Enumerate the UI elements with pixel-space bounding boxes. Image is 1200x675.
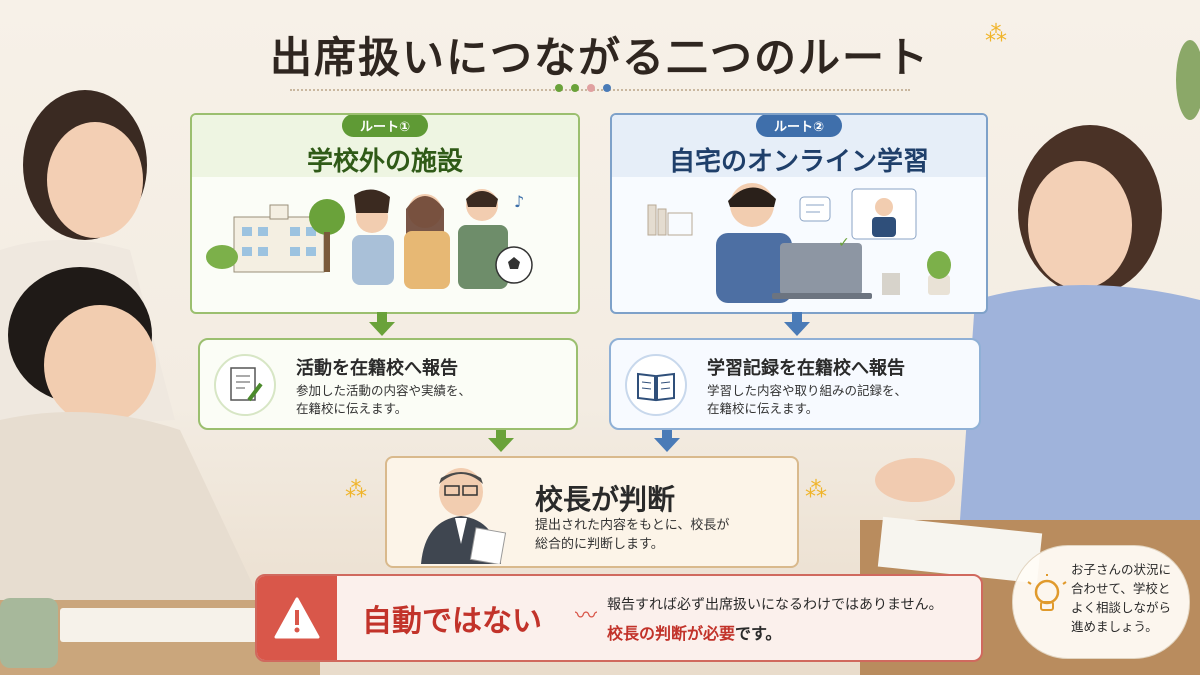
- arrow-down-icon: [369, 322, 395, 336]
- principal-title: 校長が判断: [535, 483, 676, 516]
- warning-highlight: 校長の判断が必要: [607, 624, 736, 643]
- sparkle-icon: ⁂: [345, 478, 367, 503]
- route1-header: ルート① 学校外の施設: [192, 115, 578, 177]
- tree-icon: [309, 199, 345, 235]
- dot-green: [555, 84, 563, 92]
- warning-icon-panel: [257, 576, 337, 660]
- page-title: 出席扱いにつながる二つのルート: [269, 33, 930, 82]
- warning-banner: 自動ではない 〰 報告すれば必ず出席扱いになるわけではありません。 校長の判断が…: [255, 574, 983, 662]
- warning-line1: 報告すれば必ず出席扱いになるわけではありません。: [607, 597, 943, 613]
- arrow-stem: [377, 312, 387, 322]
- principal-figure-icon: [421, 468, 507, 564]
- boy-hoodie: [0, 412, 260, 640]
- arrow-down-icon: [784, 322, 810, 336]
- route1-illustration: ♪: [206, 189, 533, 289]
- route2-illustration: ✓: [647, 183, 951, 303]
- mother-face: [47, 122, 143, 238]
- route2-report-title: 学習記録を在籍校へ報告: [707, 358, 905, 379]
- sparkle-icon: ⁂: [985, 22, 1007, 47]
- route1-report-card: 活動を在籍校へ報告 参加した活動の内容や実績を、 在籍校に伝えます。: [198, 338, 578, 430]
- arrow-down-icon: [654, 438, 680, 452]
- route2-report-desc-line1: 学習した内容や取り組みの記録を、: [707, 383, 908, 398]
- warning-line2: 校長の判断が必要です。: [607, 620, 781, 644]
- pencil-cup-icon: [882, 273, 900, 295]
- counselor-hand: [875, 458, 955, 502]
- principal-desc-line2: 総合的に判断します。: [535, 537, 664, 552]
- arrow-stem: [792, 312, 802, 322]
- clipboard: [877, 516, 1043, 584]
- route2-report-desc: 学習した内容や取り組みの記録を、 在籍校に伝えます。: [707, 382, 977, 418]
- dot-green: [571, 84, 579, 92]
- advice-bubble: お子さんの状況に 合わせて、学校と よく相談しながら 進めましょう。: [1012, 545, 1190, 659]
- notebook: [60, 608, 260, 642]
- route1-report-title: 活動を在籍校へ報告: [296, 358, 458, 379]
- title-dots: [555, 84, 611, 92]
- chat-bubble-icon: [799, 196, 831, 222]
- report-icon: [214, 354, 276, 416]
- route1-card: ルート① 学校外の施設 ♪: [190, 113, 580, 314]
- principal-desc: 提出された内容をもとに、校長が 総合的に判断します。: [535, 516, 729, 554]
- route1-report-desc-line1: 参加した活動の内容や実績を、: [296, 383, 472, 398]
- squiggle-icon: 〰: [575, 604, 598, 629]
- route2-report-desc-line2: 在籍校に伝えます。: [707, 401, 819, 416]
- route2-report-card: 学習記録を在籍校へ報告 学習した内容や取り組みの記録を、 在籍校に伝えます。: [609, 338, 981, 430]
- arrow-down-icon: [488, 438, 514, 452]
- bookshelf-icon: [647, 204, 657, 236]
- sparkle-icon: ⁂: [805, 478, 827, 503]
- warning-icon: [274, 597, 320, 639]
- advice-line3: よく相談しながら: [1071, 600, 1172, 615]
- warning-title: 自動ではない: [362, 604, 542, 639]
- route2-title: 自宅のオンライン学習: [668, 147, 929, 177]
- boy-face: [44, 305, 156, 425]
- check-icon: ✓: [838, 235, 850, 251]
- counselor-blouse: [960, 285, 1200, 520]
- report-icon: [625, 354, 687, 416]
- route2-badge: ルート②: [755, 115, 843, 137]
- arrow-stem: [496, 428, 506, 438]
- arrow-stem: [662, 428, 672, 438]
- title-divider: [290, 89, 910, 91]
- advice-line1: お子さんの状況に: [1071, 562, 1172, 577]
- plant-pot-icon: [928, 275, 950, 295]
- open-book-icon: [637, 372, 675, 402]
- school-building-icon: [233, 216, 325, 273]
- route1-report-desc: 参加した活動の内容や実績を、 在籍校に伝えます。: [296, 382, 566, 418]
- route1-title: 学校外の施設: [306, 147, 463, 177]
- route1-report-desc-line2: 在籍校に伝えます。: [296, 401, 408, 416]
- advice-line2: 合わせて、学校と: [1071, 581, 1171, 596]
- route2-header: ルート② 自宅のオンライン学習: [612, 115, 986, 177]
- route1-badge: ルート①: [341, 115, 429, 137]
- document-pen-icon: [230, 367, 263, 402]
- mug: [0, 598, 58, 668]
- dot-pink: [587, 84, 595, 92]
- principal-desc-line1: 提出された内容をもとに、校長が: [535, 518, 730, 533]
- principal-card: 校長が判断 提出された内容をもとに、校長が 総合的に判断します。: [385, 456, 799, 568]
- music-note-icon: ♪: [514, 192, 524, 211]
- advice-line4: 進めましょう。: [1071, 619, 1158, 634]
- plant-leaf: [1176, 40, 1200, 120]
- counselor-face: [1028, 161, 1132, 289]
- route2-card: ルート② 自宅のオンライン学習 ✓: [610, 113, 988, 314]
- warning-line2-rest: です。: [735, 624, 782, 643]
- lightbulb-icon: [1027, 574, 1067, 611]
- advice-text: お子さんの状況に 合わせて、学校と よく相談しながら 進めましょう。: [1071, 560, 1183, 636]
- dot-blue: [603, 84, 611, 92]
- laptop-icon: [780, 243, 862, 295]
